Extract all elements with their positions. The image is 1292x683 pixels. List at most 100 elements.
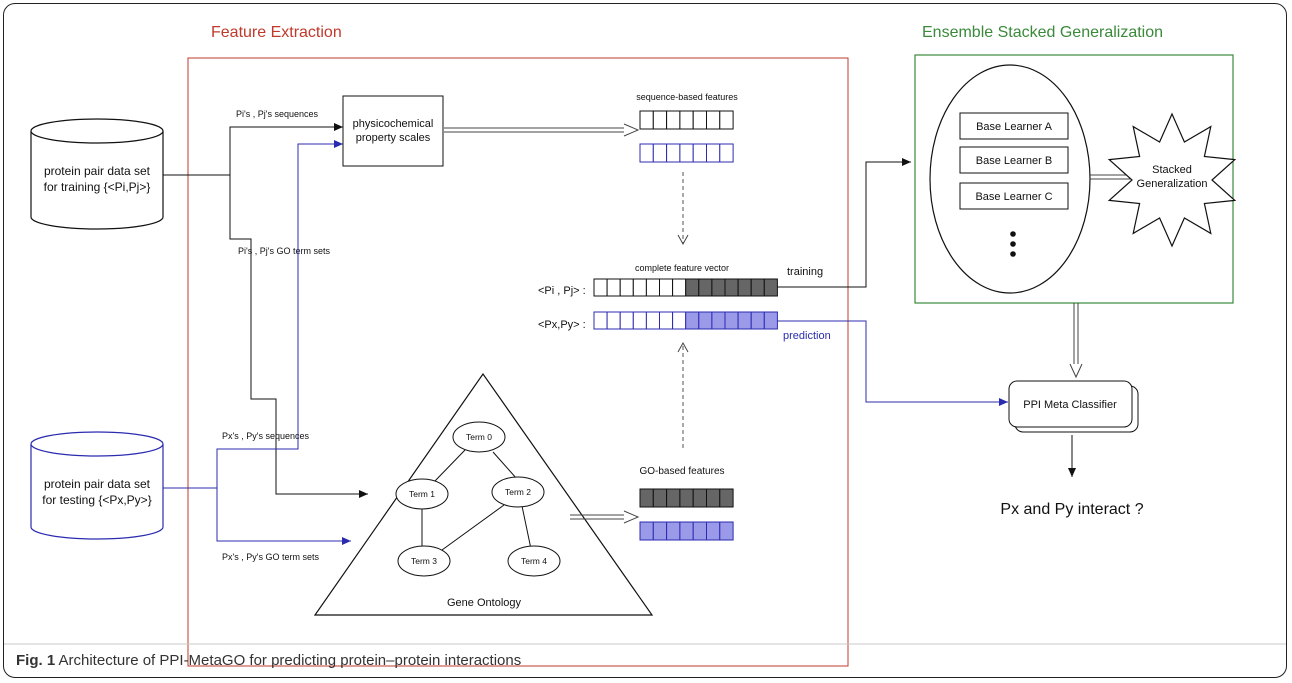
feature-cell: [719, 143, 734, 163]
term-1-label: Term 1: [409, 489, 435, 499]
feature-cell: [606, 311, 621, 330]
feature-cell: [619, 278, 634, 297]
caption-text: Architecture of PPI-MetaGO for predictin…: [55, 652, 522, 669]
feature-cell: [652, 143, 668, 163]
base-learner-b-box: Base Learner B: [959, 146, 1069, 174]
base-learner-a-label: Base Learner A: [976, 121, 1052, 133]
feature-cell: [606, 278, 621, 297]
testing-dataset-label-1: protein pair data set: [44, 477, 151, 491]
physicochemical-label-1: physicochemical: [353, 118, 434, 130]
feature-cell: [719, 521, 734, 541]
architecture-diagram: Feature Extraction Ensemble Stacked Gene…: [4, 24, 1286, 667]
feature-cell: [666, 143, 681, 163]
ontology-edges: [421, 449, 532, 551]
base-learner-a-box: Base Learner A: [959, 112, 1069, 140]
feature-cell: [659, 278, 674, 297]
edge-label-pi-seq: Pi's , Pj's sequences: [236, 109, 318, 119]
feature-cell: [763, 278, 778, 297]
go-feature-bar-purple: [639, 521, 734, 541]
gene-ontology-label: Gene Ontology: [447, 597, 521, 609]
feature-cell: [679, 110, 694, 130]
feature-cell: [652, 110, 668, 130]
feature-cell: [685, 278, 700, 297]
term-4-node: Term 4: [507, 545, 561, 577]
feature-cell: [679, 521, 694, 541]
feature-cell: [737, 311, 752, 330]
term-4-label: Term 4: [521, 556, 547, 566]
feature-cell: [706, 521, 721, 541]
feature-cell: [706, 143, 721, 163]
term-3-label: Term 3: [411, 556, 437, 566]
feature-cell: [679, 143, 694, 163]
feature-cell: [711, 311, 726, 330]
feature-cell: [698, 278, 713, 297]
edge-label-px-go: Px's , Py's GO term sets: [222, 552, 319, 562]
feature-cell: [639, 143, 654, 163]
feature-cell: [737, 278, 752, 297]
feature-cell: [724, 311, 739, 330]
feature-cell: [719, 110, 734, 130]
prediction-label: prediction: [783, 330, 831, 342]
physicochemical-label-2: property scales: [356, 132, 431, 144]
go-features-label: GO-based features: [639, 466, 724, 477]
feature-cell: [652, 521, 668, 541]
interaction-question: Px and Py interact ?: [1000, 501, 1143, 518]
feature-extraction-box: [187, 57, 849, 667]
feature-cell: [692, 143, 708, 163]
pxy-label: <Px,Py> :: [538, 319, 586, 331]
feature-extraction-title: Feature Extraction: [211, 24, 342, 41]
feature-cell: [679, 488, 694, 508]
training-arrow: [777, 158, 911, 288]
feature-cell: [659, 311, 674, 330]
feature-cell: [724, 278, 739, 297]
term-2-node: Term 2: [491, 476, 545, 508]
ensemble-title: Ensemble Stacked Generalization: [922, 24, 1163, 41]
more-learners-dots: [1010, 231, 1016, 257]
feature-cell: [750, 278, 765, 297]
base-learner-c-label: Base Learner C: [975, 191, 1052, 203]
seq-feature-bar-black: [639, 110, 734, 130]
stacked-label-2: Generalization: [1137, 178, 1208, 190]
feature-cell: [763, 311, 778, 330]
sequence-features-label: sequence-based features: [636, 92, 738, 102]
feature-cell: [645, 278, 661, 297]
feature-cell: [632, 278, 647, 297]
training-dataset-cylinder: protein pair data set for training {<Pi,…: [30, 118, 164, 230]
feature-cell: [698, 311, 713, 330]
feature-cell: [639, 521, 654, 541]
figure-frame: Feature Extraction Ensemble Stacked Gene…: [3, 3, 1287, 678]
feature-cell: [692, 110, 708, 130]
feature-cell: [666, 521, 681, 541]
complete-vector-pxy: [593, 311, 778, 330]
complete-vector-label: complete feature vector: [635, 263, 729, 273]
physicochemical-box: [342, 95, 444, 167]
feature-cell: [719, 488, 734, 508]
base-learners-ellipse: [929, 64, 1091, 294]
base-learner-b-label: Base Learner B: [976, 155, 1052, 167]
ontology-to-go-arrow: [570, 510, 640, 524]
complete-vector-pij: [593, 278, 778, 297]
pij-label: <Pi , Pj> :: [538, 285, 586, 297]
term-1-node: Term 1: [395, 478, 449, 510]
term-0-label: Term 0: [466, 432, 492, 442]
seq-feature-bar-blue: [639, 143, 734, 163]
feature-cell: [672, 278, 687, 297]
feature-cell: [672, 311, 687, 330]
feature-cell: [711, 278, 726, 297]
meta-classifier-label: PPI Meta Classifier: [1023, 399, 1117, 411]
caption-label: Fig. 1: [16, 652, 56, 669]
term-3-node: Term 3: [397, 545, 451, 577]
training-connectors: [163, 123, 368, 498]
feature-cell: [750, 311, 765, 330]
training-label: training: [787, 266, 823, 278]
feature-cell: [652, 488, 668, 508]
feature-cell: [666, 110, 681, 130]
testing-dataset-cylinder: protein pair data set for testing {<Px,P…: [30, 431, 164, 540]
ensemble-to-meta-arrow: [1069, 303, 1083, 379]
feature-cell: [706, 488, 721, 508]
feature-cell: [593, 311, 608, 330]
feature-cell: [619, 311, 634, 330]
go-feature-bar-dark: [639, 488, 734, 508]
feature-cell: [666, 488, 681, 508]
feature-cell: [706, 110, 721, 130]
